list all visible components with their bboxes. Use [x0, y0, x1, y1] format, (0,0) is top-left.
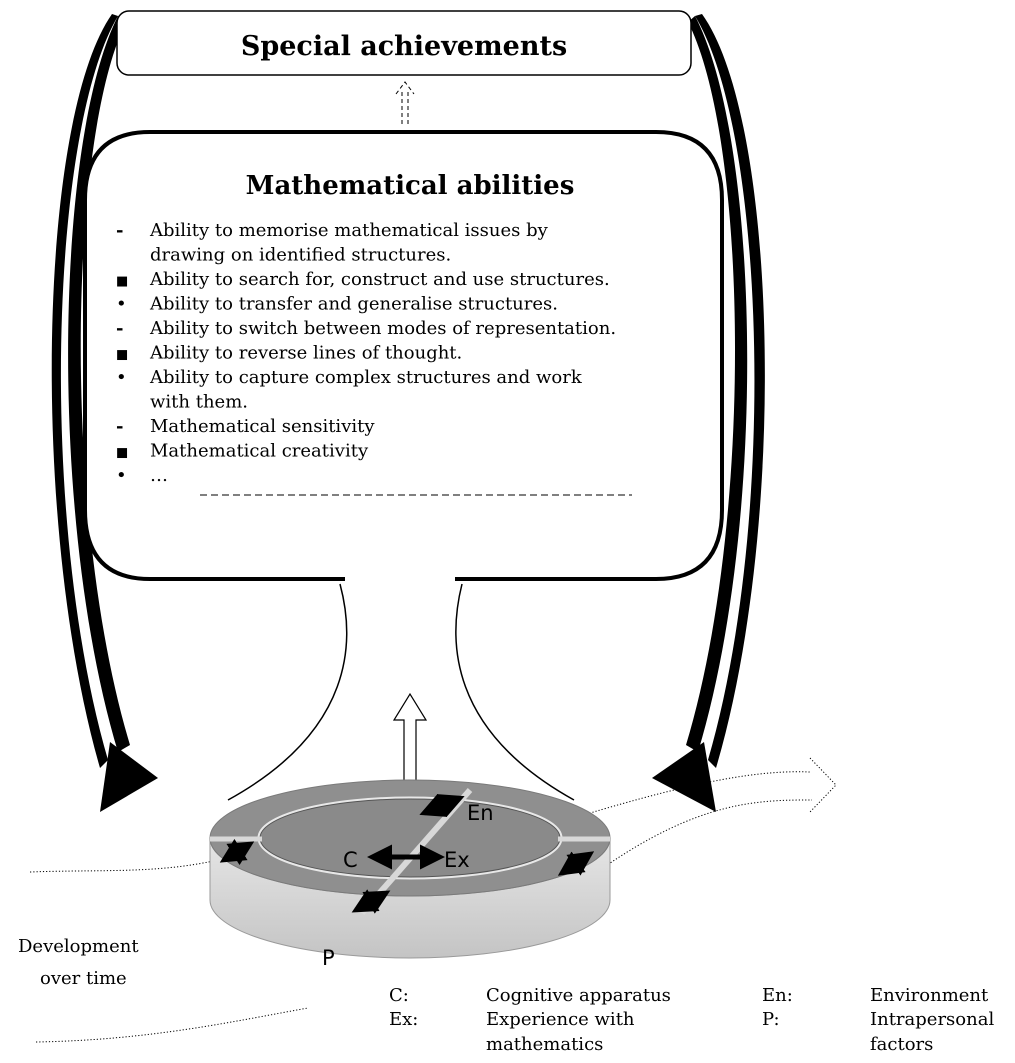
ability-bullet: • — [116, 367, 127, 388]
ability-bullet: ■ — [116, 274, 128, 289]
foundation-disk — [209, 779, 611, 959]
ability-bullet: • — [116, 294, 127, 315]
ability-bullet: ■ — [116, 348, 128, 363]
legend-text-en: Environment — [870, 985, 989, 1006]
legend-key-en: En: — [762, 985, 793, 1006]
disk-label-en: En — [467, 801, 494, 825]
ability-item-text: Ability to capture complex structures an… — [149, 367, 583, 388]
funnel-right-curve — [455, 583, 575, 801]
development-label-line2: over time — [40, 968, 127, 989]
ability-item-text: Mathematical creativity — [150, 441, 369, 462]
right-feedback-arrow — [652, 14, 765, 812]
ability-item-text: Mathematical sensitivity — [150, 416, 375, 437]
legend-key-c: C: — [389, 985, 409, 1006]
ability-item-text: Ability to switch between modes of repre… — [149, 318, 616, 339]
ability-bullet: • — [116, 465, 127, 486]
dashed-up-arrow — [395, 81, 415, 124]
ability-item-text: Ability to transfer and generalise struc… — [149, 294, 558, 315]
special-achievements-box: Special achievements — [116, 10, 692, 76]
legend-text-c: Cognitive apparatus — [486, 985, 671, 1006]
ability-bullet: - — [116, 416, 123, 437]
disk-label-ex: Ex — [444, 848, 470, 872]
funnel-left-curve — [227, 583, 348, 801]
en-arrow — [419, 793, 465, 818]
ability-item-text: … — [150, 465, 168, 486]
legend: C: Cognitive apparatus Ex: Experience wi… — [389, 985, 994, 1055]
ability-item-text: drawing on identified structures. — [150, 245, 451, 266]
legend-text-ex-2: mathematics — [486, 1034, 603, 1055]
abilities-title: Mathematical abilities — [246, 171, 575, 201]
right-dotted-arrowhead — [809, 757, 837, 813]
right-side-arrow — [557, 851, 595, 876]
disk-arrows — [219, 793, 595, 914]
abilities-list: - Ability to memorise mathematical issues… — [116, 220, 616, 486]
special-achievements-title: Special achievements — [241, 31, 567, 62]
ability-bullet: - — [116, 318, 123, 339]
ability-item-text: Ability to memorise mathematical issues … — [149, 220, 549, 241]
left-side-arrow — [219, 838, 255, 866]
legend-text-p-2: factors — [870, 1034, 933, 1055]
disk-label-c: C — [343, 848, 358, 872]
legend-key-ex: Ex: — [389, 1009, 418, 1030]
legend-text-ex-1: Experience with — [486, 1009, 635, 1030]
legend-text-p-1: Intrapersonal — [870, 1009, 994, 1030]
legend-key-p: P: — [762, 1009, 780, 1030]
ability-item-text: Ability to search for, construct and use… — [149, 269, 610, 290]
development-label-line1: Development — [18, 936, 139, 957]
p-inner-arrow — [351, 889, 391, 914]
ability-item-text: Ability to reverse lines of thought. — [149, 343, 462, 364]
ability-bullet: ■ — [116, 446, 128, 461]
ability-bullet: - — [116, 220, 123, 241]
mathematical-abilities-box: Mathematical abilities - Ability to memor… — [83, 130, 724, 581]
disk-label-p: P — [322, 946, 335, 970]
ability-item-text: with them. — [150, 392, 248, 413]
